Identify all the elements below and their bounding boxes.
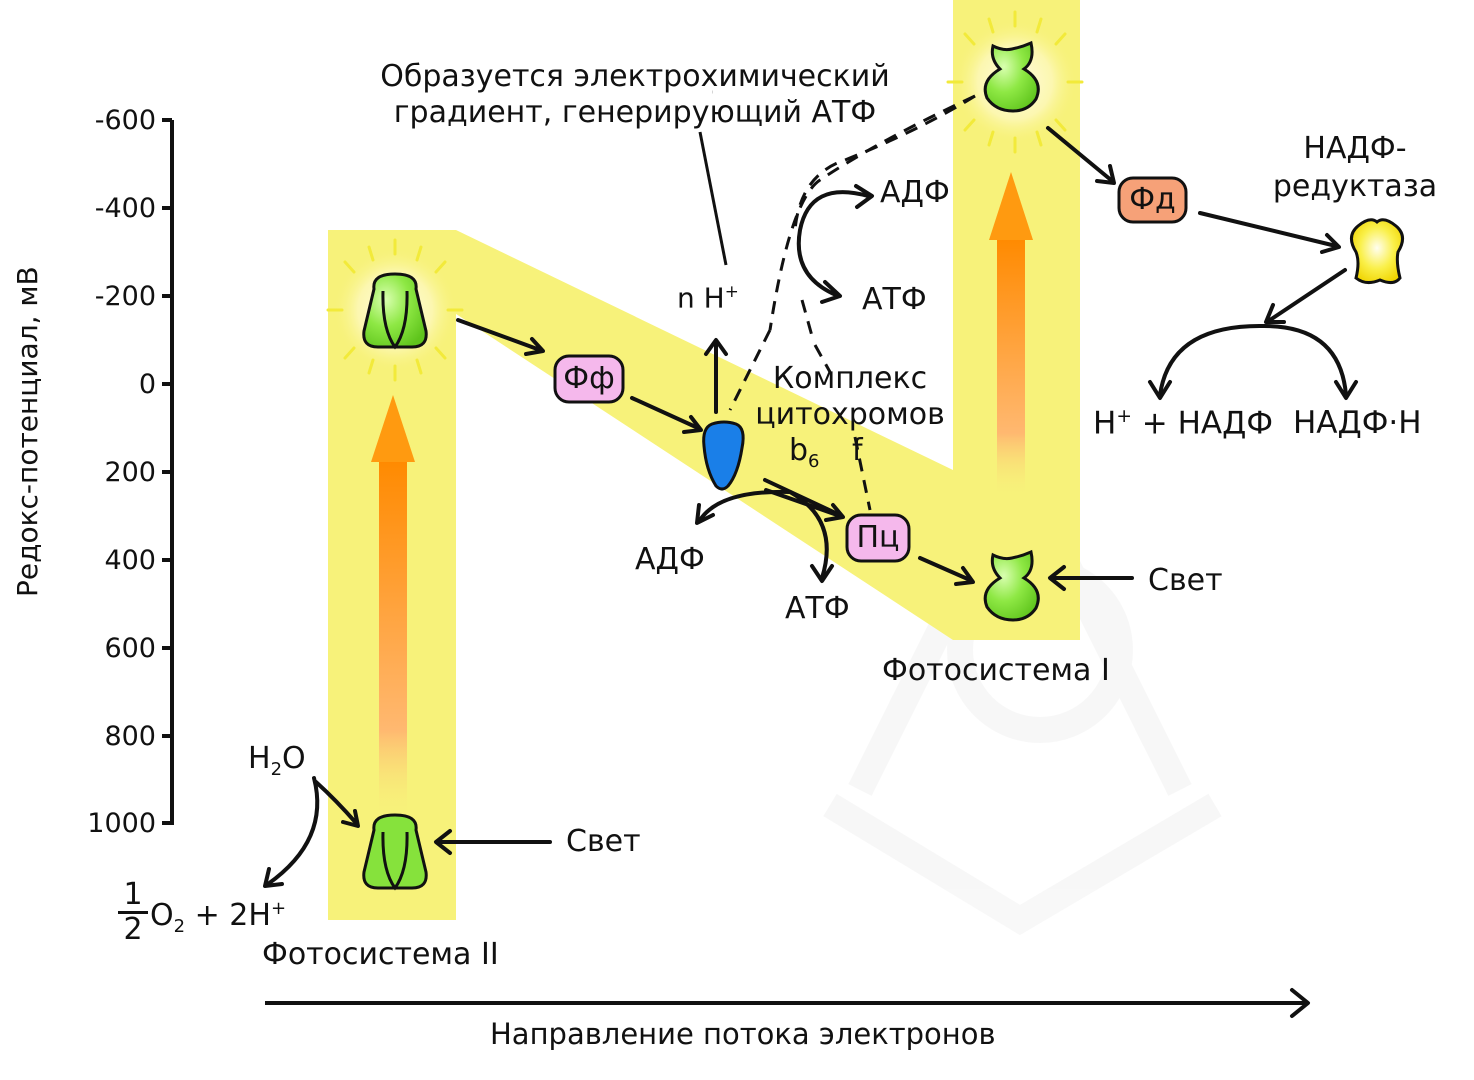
nadph-label: НАДФ·H <box>1293 405 1422 441</box>
plastocyanin-label: Пц <box>856 520 900 555</box>
direction-label: Направление потока электронов <box>490 1017 996 1051</box>
cytochrome-label-line2: цитохромов <box>755 397 945 432</box>
tick-label: 400 <box>104 545 156 576</box>
gradient-note-line1: Образуется электрохимический <box>380 59 890 94</box>
cytochrome-label-line1: Комплекс <box>772 361 928 396</box>
cytochrome-f-label: f <box>852 433 863 468</box>
psii-label: Фотосистема II <box>262 937 499 972</box>
tick-label: 0 <box>138 369 156 400</box>
pheophytin-box <box>553 354 625 404</box>
cytochrome-icon <box>702 420 745 491</box>
tick-label: 600 <box>104 633 156 664</box>
gradient-note-pointer <box>698 131 728 266</box>
cytochrome-b6-label: b6 <box>789 433 820 472</box>
atp-top-label: АТФ <box>862 282 927 317</box>
ferredoxin-label: Фд <box>1129 182 1176 217</box>
adp-top-label: АДФ <box>880 175 950 210</box>
oxygen-products-label: O2 + 2H+ <box>150 898 287 937</box>
pheophytin-label: Фф <box>563 361 615 396</box>
psi-complex-icon <box>983 549 1040 622</box>
tick-label: -600 <box>94 105 156 136</box>
nadp-reductase-icon <box>1350 218 1404 285</box>
psii-light-label: Свет <box>566 824 641 859</box>
nadp-reductase-label-line1: НАДФ- <box>1303 131 1407 166</box>
gradient-note-line2: градиент, генерирующий АТФ <box>393 95 877 130</box>
proton-label: n H+ <box>677 281 739 315</box>
dashed-links <box>728 94 976 511</box>
flow-arrows <box>263 126 1358 888</box>
water-label: H2O <box>248 741 306 780</box>
psii-excited-complex-icon <box>362 272 428 350</box>
tick-label: -200 <box>94 281 156 312</box>
psi-light-label: Свет <box>1148 563 1223 598</box>
nadp-reductase-label-line2: редуктаза <box>1272 169 1438 204</box>
excitation-arrow-psii <box>371 395 415 820</box>
tick-label: -400 <box>94 193 156 224</box>
direction-arrow <box>265 988 1310 1018</box>
ferredoxin-box <box>1117 176 1188 224</box>
tick-label: 800 <box>104 721 156 752</box>
y-axis <box>162 118 174 825</box>
tick-label: 1000 <box>87 808 156 839</box>
psi-excited-complex-icon <box>983 40 1040 113</box>
nadp-substrate-label: H+ + НАДФ <box>1093 405 1274 442</box>
excitation-arrow-psi <box>989 172 1033 498</box>
psii-complex-icon <box>362 813 428 891</box>
atp-bottom-label: АТФ <box>785 591 850 626</box>
psi-label: Фотосистема I <box>882 653 1110 688</box>
oxygen-fraction: 1 2 <box>118 880 148 945</box>
tick-label: 200 <box>104 457 156 488</box>
plastocyanin-box <box>845 513 911 563</box>
energy-band <box>328 0 1080 920</box>
adp-bottom-label: АДФ <box>635 542 705 577</box>
